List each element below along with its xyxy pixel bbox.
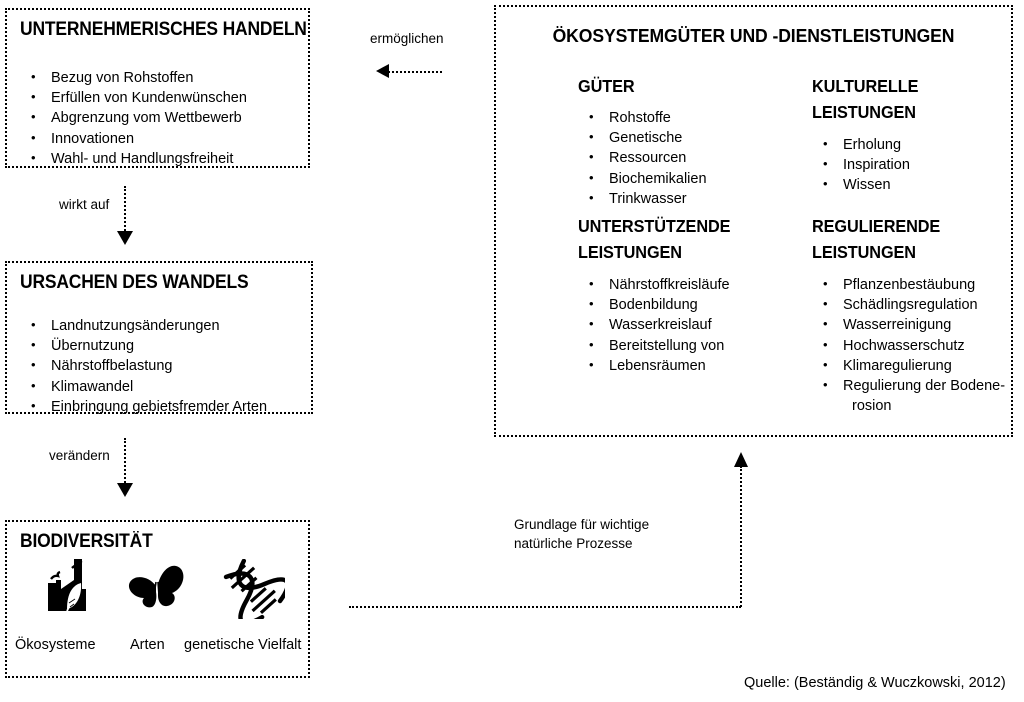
list-item-continuation: rosion [852, 398, 892, 415]
connector-line-basis-vertical [740, 466, 742, 607]
butterfly-icon [125, 562, 189, 617]
list-item: Ressourcen [587, 147, 788, 168]
connector-label-enable: ermöglichen [370, 31, 444, 46]
list-item: Inspiration [821, 154, 1012, 175]
box-entrepreneurial-title: UNTERNEHMERISCHES HANDELN [20, 19, 307, 40]
list-item: Erfüllen von Kundenwünschen [29, 87, 247, 108]
column-goods-list: Rohstoffe Genetische Ressourcen Biochemi… [587, 107, 788, 209]
connector-arrowhead-enable [376, 64, 389, 78]
connector-line-change [124, 438, 126, 486]
connector-line-affects [124, 186, 126, 234]
list-item: Einbringung gebietsfremder Arten [29, 396, 267, 417]
list-item: Bezug von Rohstoffen [29, 67, 247, 88]
column-goods-title: GÜTER [578, 76, 635, 96]
box-biodiversity-title: BIODIVERSITÄT [20, 531, 153, 552]
list-item: Wasserreinigung [821, 314, 1012, 335]
column-cultural-services: KULTURELLE LEISTUNGEN Erholung Inspirati… [812, 73, 1012, 196]
icon-caption-ecosystems: Ökosysteme [15, 637, 96, 653]
column-regulating-title-line2: LEISTUNGEN [812, 242, 916, 262]
box-entrepreneurial-action: UNTERNEHMERISCHES HANDELN Bezug von Rohs… [5, 8, 310, 168]
column-cultural-title-line1: KULTURELLE [812, 76, 919, 96]
column-cultural-title-line2: LEISTUNGEN [812, 102, 916, 122]
dna-helix-icon [221, 559, 285, 619]
list-item: Wahl- und Handlungsfreiheit [29, 148, 247, 169]
list-item: Trinkwasser [587, 188, 788, 209]
list-item: Biochemikalien [587, 168, 788, 189]
source-citation: Quelle: (Beständig & Wuczkowski, 2012) [744, 675, 1006, 691]
connector-label-basis: Grundlage für wichtige natürliche Prozes… [514, 515, 724, 553]
list-item: Landnutzungsänderungen [29, 315, 267, 336]
list-item: Lebensräumen [587, 355, 793, 376]
list-item: Übernutzung [29, 335, 267, 356]
connector-label-basis-line1: Grundlage für wichtige [514, 517, 650, 532]
connector-line-basis-horizontal [349, 606, 741, 608]
connector-line-enable [388, 71, 442, 73]
icon-caption-species: Arten [130, 637, 165, 653]
list-item: Genetische [587, 127, 788, 148]
list-item: Bodenbildung [587, 294, 793, 315]
column-supporting-services: UNTERSTÜTZENDE LEISTUNGEN Nährstoffkreis… [578, 213, 793, 376]
connector-label-affects: wirkt auf [59, 197, 110, 212]
column-supporting-title: UNTERSTÜTZENDE LEISTUNGEN [578, 213, 778, 265]
list-item: Regulierung der Bodene- [821, 375, 1012, 396]
list-item: Nährstoffbelastung [29, 355, 267, 376]
icon-caption-genetic-diversity: genetische Vielfalt [184, 637, 302, 653]
box-biodiversity: BIODIVERSITÄT [5, 520, 310, 678]
column-supporting-title-line2: LEISTUNGEN [578, 242, 682, 262]
list-item: Schädlingsregulation [821, 294, 1012, 315]
list-item: Erholung [821, 134, 1012, 155]
column-regulating-title: REGULIERENDE LEISTUNGEN [812, 213, 998, 265]
connector-label-change: verändern [49, 448, 110, 463]
column-supporting-list: Nährstoffkreisläufe Bodenbildung Wasserk… [587, 274, 793, 376]
column-cultural-title: KULTURELLE LEISTUNGEN [812, 73, 998, 125]
box-drivers-title: URSACHEN DES WANDELS [20, 272, 249, 293]
column-regulating-services: REGULIERENDE LEISTUNGEN Pflanzenbestäubu… [812, 213, 1012, 416]
box-drivers-list: Landnutzungsänderungen Übernutzung Nährs… [29, 315, 267, 417]
list-item: Wasserkreislauf [587, 314, 793, 335]
box-entrepreneurial-list: Bezug von Rohstoffen Erfüllen von Kunden… [29, 67, 247, 169]
column-goods: GÜTER Rohstoffe Genetische Ressourcen Bi… [578, 73, 788, 209]
list-item: Nährstoffkreisläufe [587, 274, 793, 295]
column-regulating-title-line1: REGULIERENDE [812, 216, 941, 236]
list-item: Innovationen [29, 128, 247, 149]
list-item: Wissen [821, 174, 1012, 195]
connector-arrowhead-change [117, 483, 133, 497]
list-item: Abgrenzung vom Wettbewerb [29, 107, 247, 128]
column-regulating-list: Pflanzenbestäubung Schädlingsregulation … [821, 274, 1012, 396]
box-drivers-of-change: URSACHEN DES WANDELS Landnutzungsänderun… [5, 261, 313, 417]
list-item: Pflanzenbestäubung [821, 274, 1012, 295]
ecosystem-factory-leaf-icon [39, 559, 95, 617]
connector-arrowhead-basis [734, 452, 748, 467]
list-item: Klimawandel [29, 376, 267, 397]
list-item: Klimaregulierung [821, 355, 1012, 376]
connector-arrowhead-affects [117, 231, 133, 245]
connector-label-basis-line2: natürliche Prozesse [514, 536, 633, 551]
column-cultural-list: Erholung Inspiration Wissen [821, 134, 1012, 196]
list-item: Hochwasserschutz [821, 335, 1012, 356]
box-ecosystem-goods-and-services: ÖKOSYSTEMGÜTER UND -DIENSTLEISTUNGEN GÜT… [494, 5, 1013, 437]
panel-ecosystem-title: ÖKOSYSTEMGÜTER UND -DIENSTLEISTUNGEN [552, 25, 955, 46]
list-item: Rohstoffe [587, 107, 788, 128]
column-supporting-title-line1: UNTERSTÜTZENDE [578, 216, 731, 236]
list-item: Bereitstellung von [587, 335, 793, 356]
